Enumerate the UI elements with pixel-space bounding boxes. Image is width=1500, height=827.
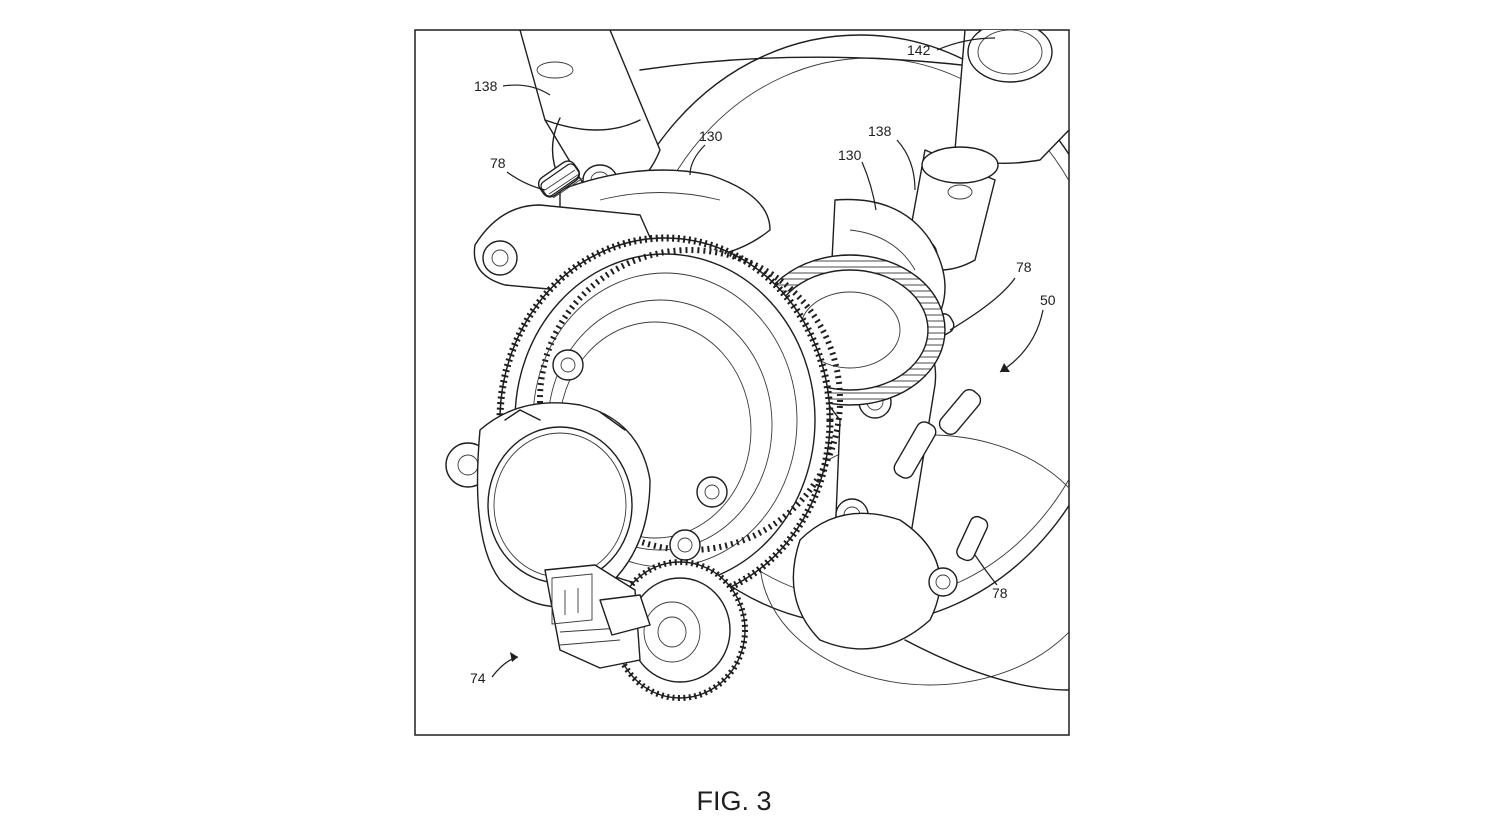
label-130-right: 130	[838, 147, 862, 163]
label-50: 50	[1040, 292, 1056, 308]
label-138-upper-left: 138	[474, 78, 498, 94]
figure-caption: FIG. 3	[696, 786, 771, 816]
label-78-lower-right: 78	[992, 585, 1008, 601]
label-78-right: 78	[1016, 259, 1032, 275]
label-142: 142	[907, 42, 931, 58]
label-138-right: 138	[868, 123, 892, 139]
label-74: 74	[470, 670, 486, 686]
label-130-left: 130	[699, 128, 723, 144]
label-78-upper-left: 78	[490, 155, 506, 171]
